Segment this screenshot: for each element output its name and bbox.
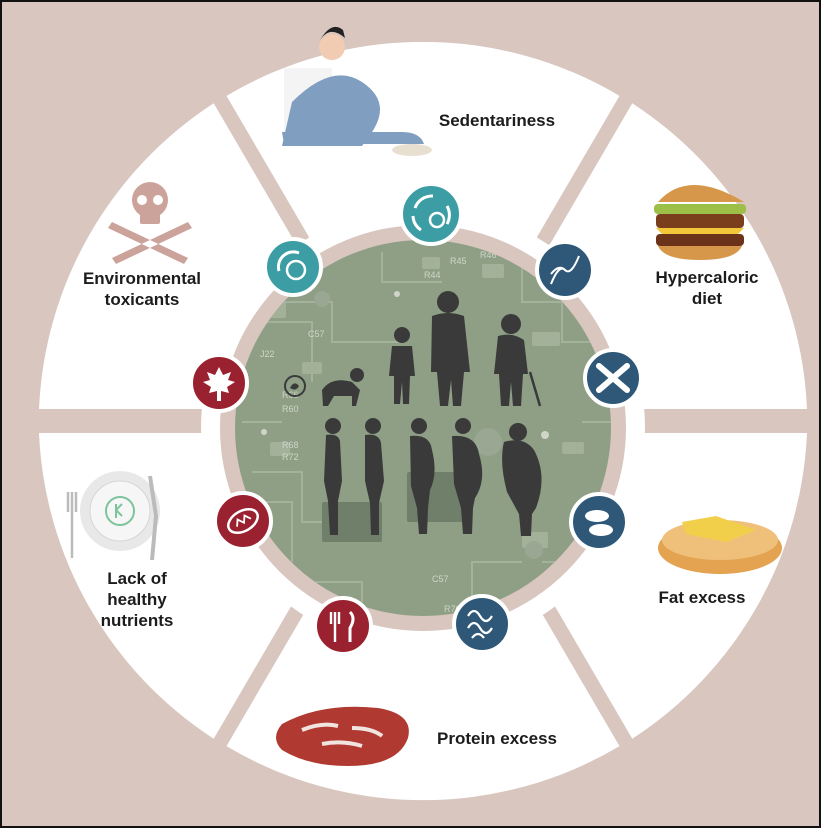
board-label: J22 <box>260 349 275 359</box>
hallmark-icons <box>189 182 643 656</box>
dna-helix-icon <box>535 240 595 300</box>
maple-leaf-icon <box>189 353 249 413</box>
fork-knife-icon <box>313 596 373 656</box>
stem-cell-icon <box>263 237 323 297</box>
segment-fat-excess <box>544 433 807 739</box>
mitochondrion-icon <box>213 491 273 551</box>
board-label: R44 <box>424 270 441 280</box>
sitting-person-icon <box>282 26 432 156</box>
protein-disc-icon <box>569 492 629 552</box>
cell-cycle-icon <box>399 182 463 246</box>
cheese-on-cracker-icon <box>658 516 782 574</box>
board-label: R70 <box>444 604 461 614</box>
board-label: C57 <box>432 574 449 584</box>
board-label: R72 <box>282 452 299 462</box>
board-label: R46 <box>480 250 497 260</box>
human-silhouettes <box>284 291 542 536</box>
board-label: R68 <box>282 440 299 450</box>
protein-structure-icon <box>452 594 512 654</box>
chromosome-icon <box>583 348 643 408</box>
plate-fork-knife-icon <box>66 471 160 561</box>
label-fat-excess: Fat excess <box>658 588 746 607</box>
board-label: R45 <box>450 256 467 266</box>
board-label: C57 <box>308 329 325 339</box>
label-sedentariness: Sedentariness <box>438 111 556 130</box>
label-hypercaloric-diet: Hypercaloric diet <box>655 268 759 308</box>
label-environmental-toxicants: Environmental toxicants <box>82 269 202 309</box>
board-label: R60 <box>282 404 299 414</box>
steak-icon <box>276 706 409 766</box>
skull-crossbones-icon <box>108 182 192 264</box>
label-lack-of-nutrients: Lack of healthy nutrients <box>100 569 174 630</box>
burger-icon <box>654 185 746 260</box>
label-protein-excess: Protein excess <box>436 729 557 748</box>
